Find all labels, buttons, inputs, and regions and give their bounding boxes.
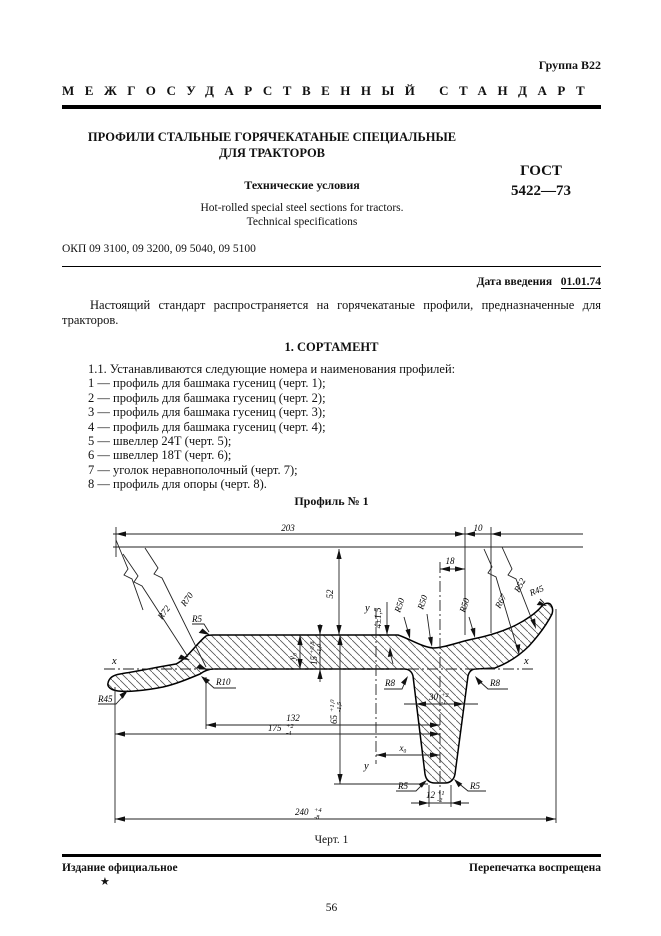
radius-r45-right: R45 [527, 583, 546, 598]
axis-x-left-label: x [111, 656, 117, 667]
figure-1: x x y y 203 10 18 [62, 512, 601, 840]
radius-r45-left: R45 [97, 694, 113, 704]
introduction-date: Дата введения 01.01.74 [62, 276, 601, 289]
profile-drawing: x x y y 203 10 18 [97, 523, 583, 823]
radius-r70: R70 [178, 590, 195, 609]
list-item: 4 — профиль для башмака гусениц (черт. 4… [88, 419, 326, 434]
dimension-175: 175 +2 -4 [114, 686, 440, 823]
figure-caption: Черт. 1 [314, 833, 349, 846]
dim-175-sup: +2 [286, 723, 294, 730]
dim-15-sub: -1,0 [316, 643, 323, 654]
dimension-12: 12 +1 -2 [411, 784, 469, 807]
date-value: 01.01.74 [560, 276, 601, 289]
dim-30: 30 [428, 692, 439, 702]
dim-x0: x₀ [398, 743, 406, 753]
dimension-x0: x₀ [376, 743, 440, 758]
dim-65-sup: +1,0 [329, 698, 336, 711]
divider-rule [62, 266, 601, 267]
footer-rule [62, 853, 601, 857]
radius-r5-top: R5 [191, 614, 202, 624]
dim-15-sup: +0,8 [309, 640, 316, 653]
radius-r50-1: R50 [392, 596, 406, 614]
dim-240-sup: +4 [314, 807, 322, 814]
list-item: 5 — швеллер 24Т (черт. 5); [88, 434, 232, 449]
dim-52: 52 [325, 589, 335, 599]
radius-r72: R72 [155, 603, 172, 622]
dimension-203-10: 203 10 [113, 523, 583, 635]
dimension-30: 30 +2 -1 [404, 692, 478, 707]
section-heading: 1. СОРТАМЕНТ [284, 340, 379, 354]
scope-paragraph: Настоящий стандарт распространяется на г… [62, 298, 601, 327]
dim-12-sup: +1 [437, 790, 445, 797]
radius-r50-2: R50 [415, 593, 429, 611]
footer-reprint-note: Перепечатка воспрещена [469, 861, 601, 874]
dimension-240: 240 +4 -8 [115, 608, 557, 823]
dimension-132: 132 [205, 676, 440, 729]
radius-r5-bottom-left: R5 [397, 781, 408, 791]
profile-number-caption: Профиль № 1 [294, 493, 369, 508]
dim-10: 10 [474, 523, 484, 533]
dim-30-sub: -1 [441, 699, 446, 706]
dimension-15: 15 +0,8 -1,0 [309, 623, 323, 682]
gost-label: ГОСТ [520, 163, 562, 179]
dimension-y0: y₀ [287, 634, 303, 669]
dim-12: 12 [426, 790, 436, 800]
dim-y0: y₀ [287, 653, 297, 661]
header-rule [62, 105, 601, 109]
radius-r8-right: R8 [489, 678, 500, 688]
dimension-18: 18 [440, 556, 465, 572]
gost-number: 5422—73 [511, 183, 571, 199]
radius-r10: R10 [215, 677, 231, 687]
footer: Издание официальное Перепечатка воспреще… [62, 862, 601, 874]
profile-outline [107, 602, 554, 784]
clause-1-1: 1.1. Устанавливаются следующие номера и … [88, 362, 456, 376]
axis-y-bottom-label: y [363, 761, 369, 772]
title-line2: ДЛЯ ТРАКТОРОВ [218, 146, 326, 160]
title-english-line1: Hot-rolled special steel sections for tr… [200, 202, 404, 214]
dimension-4: 4±1,5 [373, 601, 394, 664]
group-label: Группа В22 [538, 58, 601, 72]
dim-18: 18 [446, 556, 456, 566]
dim-175-sub: -4 [286, 730, 292, 737]
dim-240: 240 [295, 807, 309, 817]
footer-edition-note: Издание официальное [62, 861, 178, 874]
axis-y-top-label: y [364, 603, 370, 614]
dim-132: 132 [286, 713, 300, 723]
radius-r5-bottom-right: R5 [469, 781, 480, 791]
radius-r52: R52 [511, 576, 527, 595]
list-item: 3 — профиль для башмака гусениц (черт. 3… [88, 405, 326, 420]
dim-175: 175 [268, 723, 282, 733]
list-item: 2 — профиль для башмака гусениц (черт. 2… [88, 390, 326, 405]
dim-15: 15 [309, 655, 319, 665]
dim-30-sup: +2 [441, 692, 449, 699]
title-block: ПРОФИЛИ СТАЛЬНЫЕ ГОРЯЧЕКАТАНЫЕ СПЕЦИАЛЬН… [62, 129, 601, 259]
dimension-52: 52 [325, 548, 342, 635]
dim-12-sub: -2 [437, 797, 443, 804]
dim-240-sub: -8 [314, 814, 320, 821]
dimension-65: 65 +1,0 -1,5 [329, 634, 428, 785]
title-line1: ПРОФИЛИ СТАЛЬНЫЕ ГОРЯЧЕКАТАНЫЕ СПЕЦИАЛЬН… [87, 130, 457, 144]
page-number: 56 [325, 901, 338, 914]
list-item: 6 — швеллер 18Т (черт. 6); [88, 448, 232, 463]
list-item: 8 — профиль для опоры (черт. 8). [88, 477, 267, 492]
standard-type-heading: МЕЖГОСУДАРСТВЕННЫЙ СТАНДАРТ [62, 83, 596, 98]
axis-x-right-label: x [523, 656, 529, 667]
title-english-line2: Technical specifications [246, 215, 358, 228]
dim-4: 4±1,5 [373, 607, 383, 628]
subtitle: Технические условия [244, 178, 360, 192]
dim-65-sub: -1,5 [336, 701, 343, 712]
dim-203: 203 [281, 523, 295, 533]
date-label: Дата введения [476, 276, 553, 288]
list-item: 1 — профиль для башмака гусениц (черт. 1… [88, 376, 326, 391]
dim-65: 65 [329, 714, 339, 724]
gost-number-box: ГОСТ 5422—73 [481, 161, 601, 201]
radius-r8-left: R8 [384, 678, 395, 688]
profile-list: 1.1. Устанавливаются следующие номера и … [62, 362, 601, 492]
list-item: 7 — уголок неравнополочный (черт. 7); [88, 462, 298, 477]
okp-codes: ОКП 09 3100, 09 3200, 09 5040, 09 5100 [62, 243, 256, 255]
radius-r50-3: R50 [457, 596, 471, 614]
radius-r67: R67 [492, 592, 508, 611]
footer-star: ★ [100, 875, 110, 888]
